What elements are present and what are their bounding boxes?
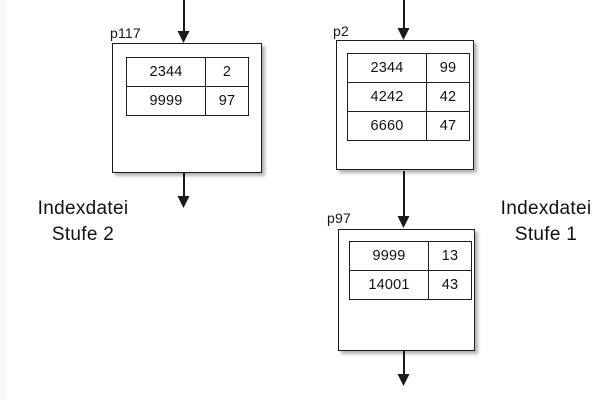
entry-key: 2344 bbox=[126, 57, 206, 87]
table-row: 9999 97 bbox=[126, 86, 249, 116]
table-row: 4242 42 bbox=[347, 82, 470, 112]
entry-table-p97: 9999 13 14001 43 bbox=[349, 241, 472, 300]
arrow-shaft bbox=[403, 171, 405, 217]
entry-key: 6660 bbox=[347, 111, 427, 141]
table-row: 6660 47 bbox=[347, 111, 470, 141]
entry-pointer: 2 bbox=[205, 57, 249, 87]
arrow-head bbox=[397, 374, 410, 386]
entry-table-p117: 2344 2 9999 97 bbox=[126, 57, 249, 116]
entry-pointer: 13 bbox=[428, 241, 472, 271]
caption-indexdatei-stufe-1: Indexdatei Stufe 1 bbox=[487, 196, 605, 248]
caption-line-2: Stufe 1 bbox=[514, 224, 578, 246]
table-row: 2344 99 bbox=[347, 53, 470, 83]
table-row: 2344 2 bbox=[126, 57, 249, 87]
arrow-head bbox=[177, 196, 190, 208]
caption-line-2: Stufe 2 bbox=[51, 224, 115, 246]
entry-pointer: 47 bbox=[426, 111, 470, 141]
entry-pointer: 43 bbox=[428, 270, 472, 300]
caption-indexdatei-stufe-2: Indexdatei Stufe 2 bbox=[18, 196, 148, 248]
page-label-p2: p2 bbox=[333, 23, 349, 39]
entry-key: 9999 bbox=[349, 241, 429, 271]
entry-key: 2344 bbox=[347, 53, 427, 83]
page-label-p97: p97 bbox=[327, 210, 351, 226]
entry-pointer: 42 bbox=[426, 82, 470, 112]
table-row: 14001 43 bbox=[349, 270, 472, 300]
entry-key: 9999 bbox=[126, 86, 206, 116]
caption-line-1: Indexdatei bbox=[37, 198, 129, 219]
entry-key: 14001 bbox=[349, 270, 429, 300]
table-row: 9999 13 bbox=[349, 241, 472, 271]
entry-pointer: 99 bbox=[426, 53, 470, 83]
arrow-shaft bbox=[403, 0, 405, 29]
caption-line-1: Indexdatei bbox=[500, 198, 592, 219]
arrow-shaft bbox=[183, 173, 185, 197]
page-label-p117: p117 bbox=[110, 25, 141, 41]
entry-pointer: 97 bbox=[205, 86, 249, 116]
arrow-head bbox=[177, 31, 190, 43]
arrow-shaft bbox=[403, 351, 405, 375]
entry-table-p2: 2344 99 4242 42 6660 47 bbox=[347, 53, 470, 141]
arrow-head bbox=[397, 28, 410, 40]
arrow-head bbox=[397, 216, 410, 228]
arrow-shaft bbox=[183, 0, 185, 32]
entry-key: 4242 bbox=[347, 82, 427, 112]
left-edge-strip bbox=[0, 0, 6, 400]
